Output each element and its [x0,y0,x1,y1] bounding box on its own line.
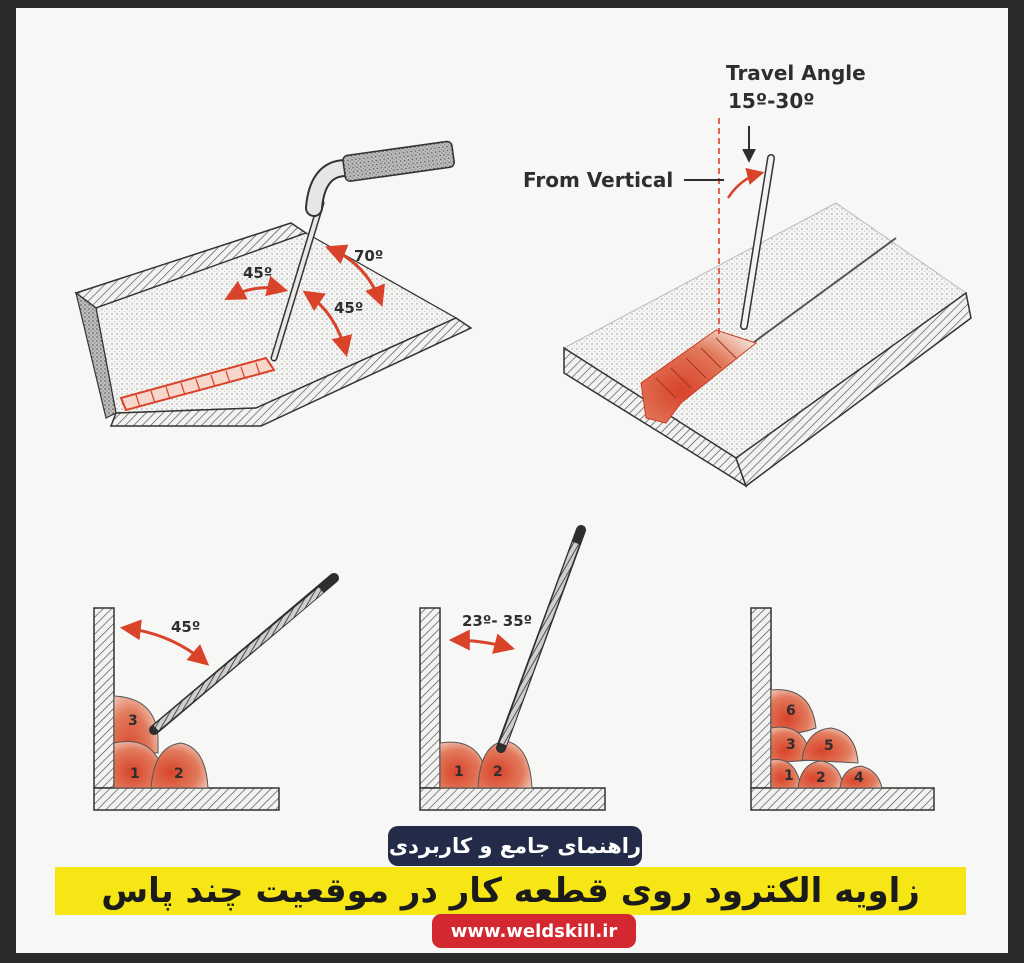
two-pass-figure: 23º- 35º 1 2 [419,525,606,811]
pass-number: 2 [174,766,184,782]
fig3-angle-label: 45º [171,618,200,636]
pass-number: 1 [784,768,794,784]
fig1-angle-a-label: 45º [243,264,272,282]
travel-angle-value: 15º-30º [728,89,815,113]
title-banner: زاویه الکترود روی قطعه کار در موقعیت چند… [55,867,966,915]
pass-number: 4 [854,770,864,786]
pass-number: 1 [454,764,464,780]
pass-number: 5 [824,738,834,754]
pass-number: 1 [130,766,140,782]
fig4-angle-label: 23º- 35º [462,612,532,630]
fig1-angle-c-label: 45º [334,299,363,317]
pass-number: 2 [816,770,826,786]
pass-number: 6 [786,703,796,719]
pass-number: 3 [128,713,138,729]
website-link[interactable]: www.weldskill.ir [432,914,636,948]
fillet-joint-figure: 45º 70º 45º [74,140,473,427]
fig1-angle-b-label: 70º [354,247,383,265]
pass-number: 3 [786,737,796,753]
travel-angle-figure: Travel Angle 15º-30º From Vertical [523,61,972,488]
three-pass-figure: 45º 3 1 2 [93,573,339,811]
pass-number: 2 [493,764,503,780]
diagram-panel: 45º 70º 45º Travel Angle 15º-30º From Ve… [16,8,1008,953]
from-vertical-label: From Vertical [523,168,673,192]
six-pass-figure: 6 3 5 1 2 4 [750,607,935,811]
subtitle-badge: راهنمای جامع و کاربردی [388,826,642,866]
travel-angle-title: Travel Angle [726,61,866,85]
welding-diagrams: 45º 70º 45º Travel Angle 15º-30º From Ve… [74,61,972,811]
